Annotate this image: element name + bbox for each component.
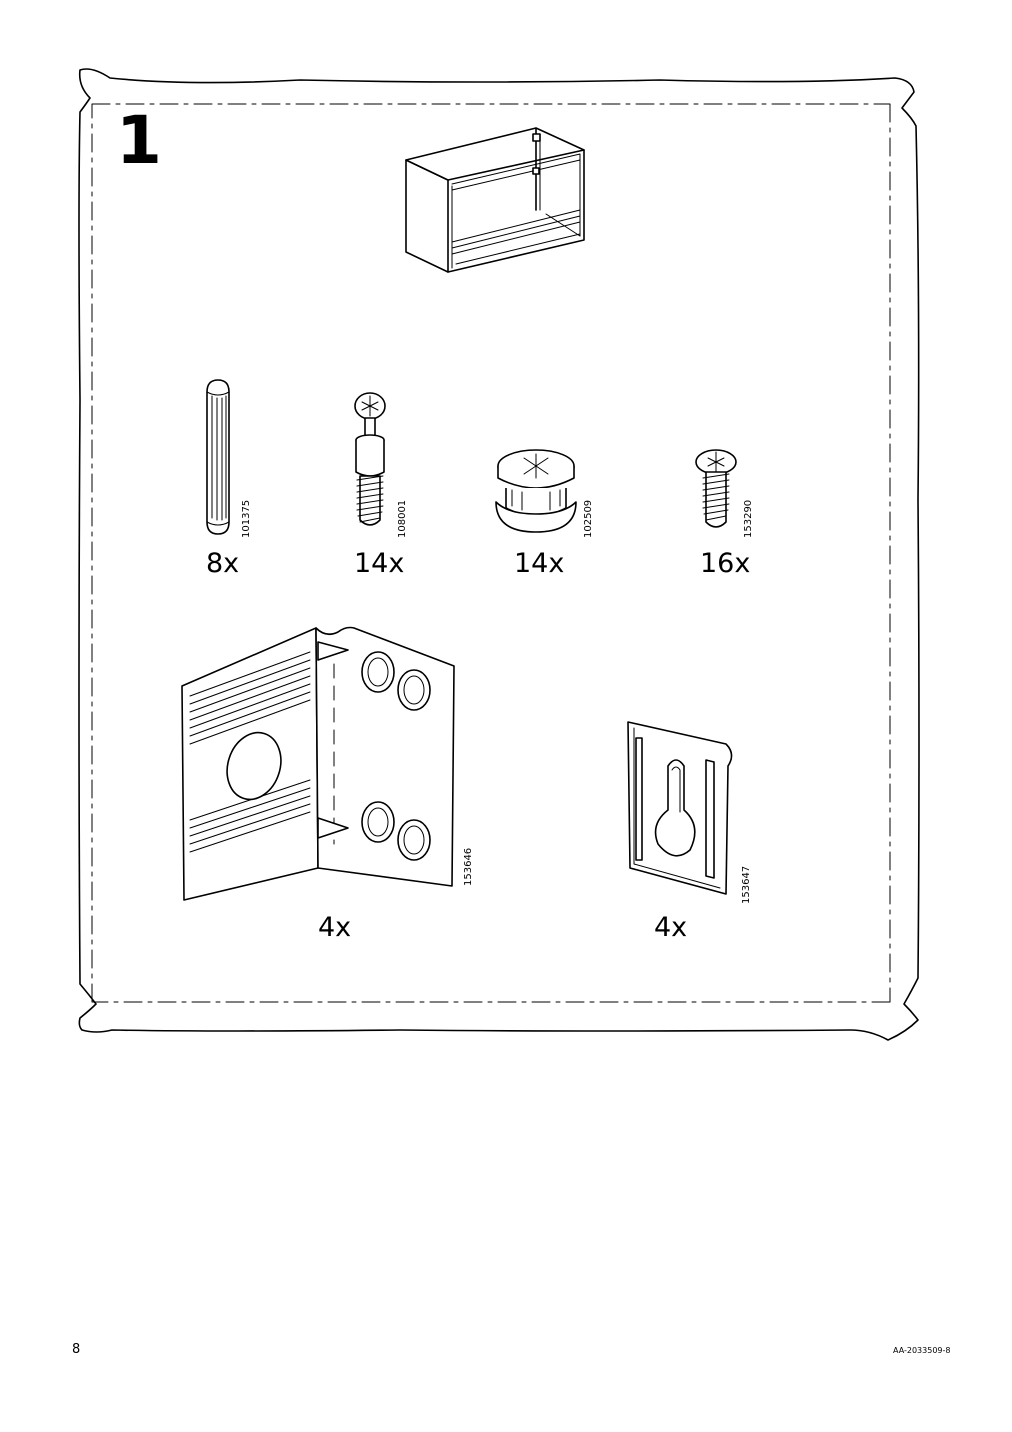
quantity-8x: 8x xyxy=(206,548,240,579)
corner-bracket-icon xyxy=(181,626,455,901)
page-number: 8 xyxy=(72,1342,81,1357)
quantity-14x-cam-bolt: 14x xyxy=(354,548,405,579)
part-number-153290: 153290 xyxy=(743,499,754,538)
cabinet-frame-icon xyxy=(405,127,585,273)
part-number-101375: 101375 xyxy=(241,499,252,538)
quantity-4x-keyhole-plate: 4x xyxy=(654,912,688,943)
document-code: AA-2033509-8 xyxy=(893,1346,951,1355)
cam-bolt-icon xyxy=(354,392,386,526)
part-number-108001: 108001 xyxy=(397,499,408,538)
keyhole-plate-icon xyxy=(627,721,733,895)
quantity-16x: 16x xyxy=(700,548,751,579)
screw-icon xyxy=(695,449,737,528)
part-number-102509: 102509 xyxy=(583,499,594,538)
step-number: 1 xyxy=(116,102,162,179)
wooden-dowel-icon xyxy=(206,379,230,535)
part-number-153647: 153647 xyxy=(741,865,752,904)
quantity-14x-cam-lock: 14x xyxy=(514,548,565,579)
cam-lock-icon xyxy=(495,449,577,533)
quantity-4x-bracket: 4x xyxy=(318,912,352,943)
part-number-153646: 153646 xyxy=(463,847,474,886)
